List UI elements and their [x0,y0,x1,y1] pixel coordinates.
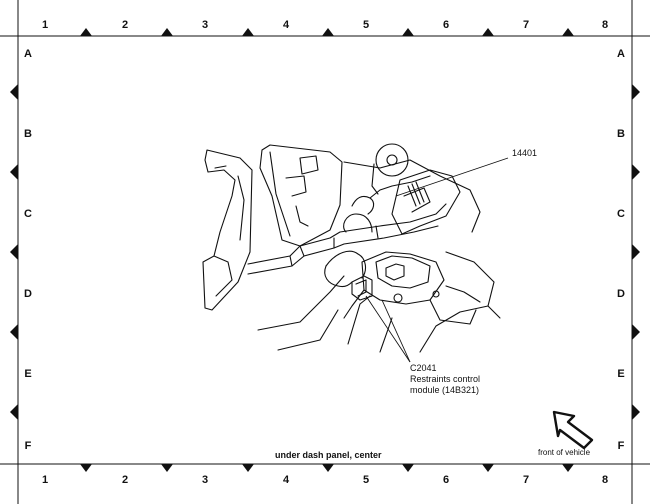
row-label-b: B [24,128,32,140]
front-of-vehicle-arrow-icon [552,410,594,450]
column-label-8-bottom: 8 [601,474,609,486]
column-label-2-bottom: 2 [121,474,129,486]
row-label-c: C [24,208,32,220]
row-label-a: A [24,48,32,60]
grid-ticks-top [80,28,574,36]
column-label-7-bottom: 7 [522,474,530,486]
row-label-d-right: D [617,288,625,300]
row-label-e: E [24,368,32,380]
grid-ticks-right [632,84,640,420]
column-label-7: 7 [522,19,530,31]
column-label-3: 3 [201,19,209,31]
row-label-f-right: F [617,440,625,452]
callout-connector-c2041: C2041 [410,363,437,373]
row-label-b-right: B [617,128,625,140]
column-label-8: 8 [601,19,609,31]
row-label-a-right: A [617,48,625,60]
callout-module-line2: module (14B321) [410,385,480,395]
column-label-3-bottom: 3 [201,474,209,486]
under-dash-illustration [202,143,501,353]
row-label-e-right: E [617,368,625,380]
column-label-4: 4 [282,19,290,31]
grid-ticks-bottom [80,464,574,472]
leader-module [381,299,411,363]
leader-c2041 [365,295,411,363]
callout-harness-14401: 14401 [512,148,538,158]
diagram-caption: under dash panel, center [275,450,382,460]
column-label-2: 2 [121,19,129,31]
column-label-1: 1 [41,19,49,31]
row-label-f: F [24,440,32,452]
row-label-d: D [24,288,32,300]
row-label-c-right: C [617,208,625,220]
column-label-1-bottom: 1 [41,474,49,486]
column-label-5-bottom: 5 [362,474,370,486]
front-of-vehicle-label: front of vehicle [538,448,591,457]
column-label-5: 5 [362,19,370,31]
column-label-6: 6 [442,19,450,31]
callout-leaders [365,157,509,363]
grid-ticks-left [10,84,18,420]
column-label-6-bottom: 6 [442,474,450,486]
callout-module-line1: Restraints control [410,374,481,384]
leader-14401 [395,157,509,197]
column-label-4-bottom: 4 [282,474,290,486]
